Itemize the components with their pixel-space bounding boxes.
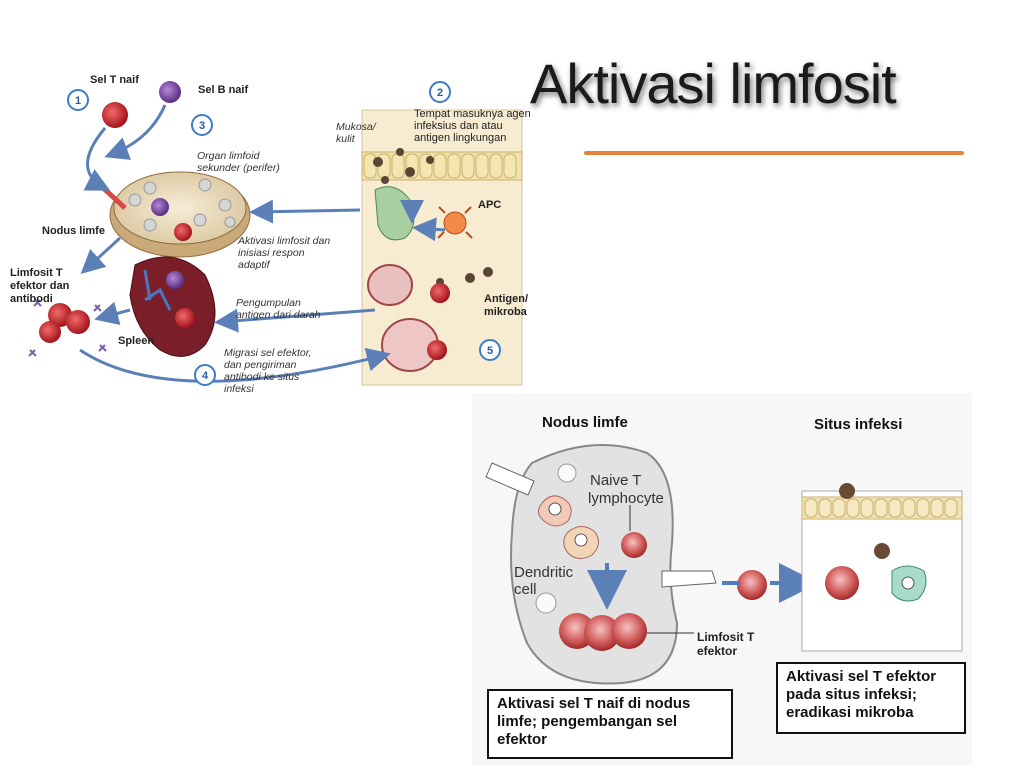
label-sel-t-naif: Sel T naif [90, 74, 139, 86]
svg-text:1: 1 [75, 95, 81, 107]
flow-arrows [79, 104, 446, 383]
epithelium-layer [361, 151, 523, 181]
label-dendritic-2: cell [514, 581, 537, 598]
label-aktivasi-1: Aktivasi limfosit dan [237, 235, 330, 247]
label-migrasi-4: infeksi [224, 383, 254, 395]
infected-cell [891, 565, 927, 602]
microbe [839, 483, 855, 499]
apc-cell [437, 206, 473, 239]
svg-text:3: 3 [199, 120, 205, 132]
label-migrasi-2: dan pengiriman [224, 359, 297, 371]
label-limfosit-1: Limfosit T [10, 267, 63, 279]
svg-text:5: 5 [487, 345, 493, 357]
effector-cluster [28, 299, 107, 357]
step-4-badge: 4 [194, 364, 216, 386]
label-migrasi-1: Migrasi sel efektor, [224, 347, 312, 359]
label-limfosit-efektor-1: Limfosit T [697, 630, 755, 644]
label-aktivasi-2: inisiasi respon [238, 247, 305, 259]
label-limfosit-3: antibodi [10, 293, 53, 305]
naive-t-cell [102, 102, 128, 128]
label-tempat-1: Tempat masuknya agen [414, 108, 531, 120]
migrating-effector-t-cell [737, 570, 767, 600]
step-5-badge: 5 [479, 339, 501, 361]
step-1-badge: 1 [67, 89, 89, 111]
effector-t-cells [559, 613, 647, 651]
blood-vessel [367, 264, 413, 306]
label-pengumpulan-1: Pengumpulan [236, 297, 301, 309]
lymphocyte-activation-overview-diagram: 1 2 3 4 5 Sel T naif Sel B naif Organ li… [10, 74, 531, 395]
label-mukosa-1: Mukosa/ [336, 121, 377, 133]
label-antigen-1: Antigen/ [484, 293, 528, 305]
title-underline [584, 151, 964, 155]
label-limfosit-2: efektor dan [10, 280, 70, 292]
naive-t-lymphocyte [621, 532, 647, 558]
label-mukosa-2: kulit [336, 133, 356, 145]
step-2-badge: 2 [429, 81, 451, 103]
label-aktivasi-3: adaptif [238, 259, 271, 271]
label-limfosit-efektor-2: efektor [697, 644, 737, 658]
dendritic-cell [563, 526, 599, 559]
step-3-badge: 3 [191, 114, 213, 136]
label-migrasi-3: antibodi ke situs [224, 371, 300, 383]
svg-text:4: 4 [202, 370, 209, 382]
follicle [535, 592, 557, 614]
epithelium-layer [801, 496, 963, 520]
label-tempat-2: infeksius dan atau [414, 120, 503, 132]
t-cell [427, 340, 447, 360]
naive-b-cell [159, 81, 181, 103]
label-organ-limfoid-1: Organ limfoid [197, 150, 261, 162]
label-sel-b-naif: Sel B naif [198, 84, 248, 96]
label-tempat-3: antigen lingkungan [414, 132, 506, 144]
dendritic-cell [538, 495, 572, 527]
caption-box-lymph-node: Aktivasi sel T naif di nodus limfe; peng… [487, 689, 733, 759]
t-cell [430, 283, 450, 303]
header-nodus-limfe: Nodus limfe [542, 414, 628, 431]
svg-text:2: 2 [437, 87, 443, 99]
label-antigen-2: mikroba [484, 306, 528, 318]
label-organ-limfoid-2: sekunder (perifer) [197, 162, 280, 174]
afferent-lymphatic [485, 462, 535, 496]
label-naive-1: Naive T [590, 472, 641, 489]
microbe [874, 543, 890, 559]
label-dendritic-1: Dendritic [514, 564, 574, 581]
efferent-lymphatic [661, 570, 717, 588]
label-spleen: Spleen [118, 335, 154, 347]
label-pengumpulan-2: antigen dari darah [236, 309, 321, 321]
spleen-illustration [129, 256, 216, 357]
label-naive-2: lymphocyte [588, 490, 664, 507]
label-nodus-limfe: Nodus limfe [42, 225, 105, 237]
header-situs-infeksi: Situs infeksi [814, 416, 902, 433]
slide-title: Aktivasi limfosit [530, 52, 897, 115]
follicle [557, 463, 577, 483]
label-apc: APC [478, 199, 501, 211]
effector-t-cell-at-site [825, 566, 859, 600]
lymph-node-illustration [98, 171, 251, 258]
caption-box-infection-site: Aktivasi sel T efektor pada situs infeks… [776, 662, 966, 734]
